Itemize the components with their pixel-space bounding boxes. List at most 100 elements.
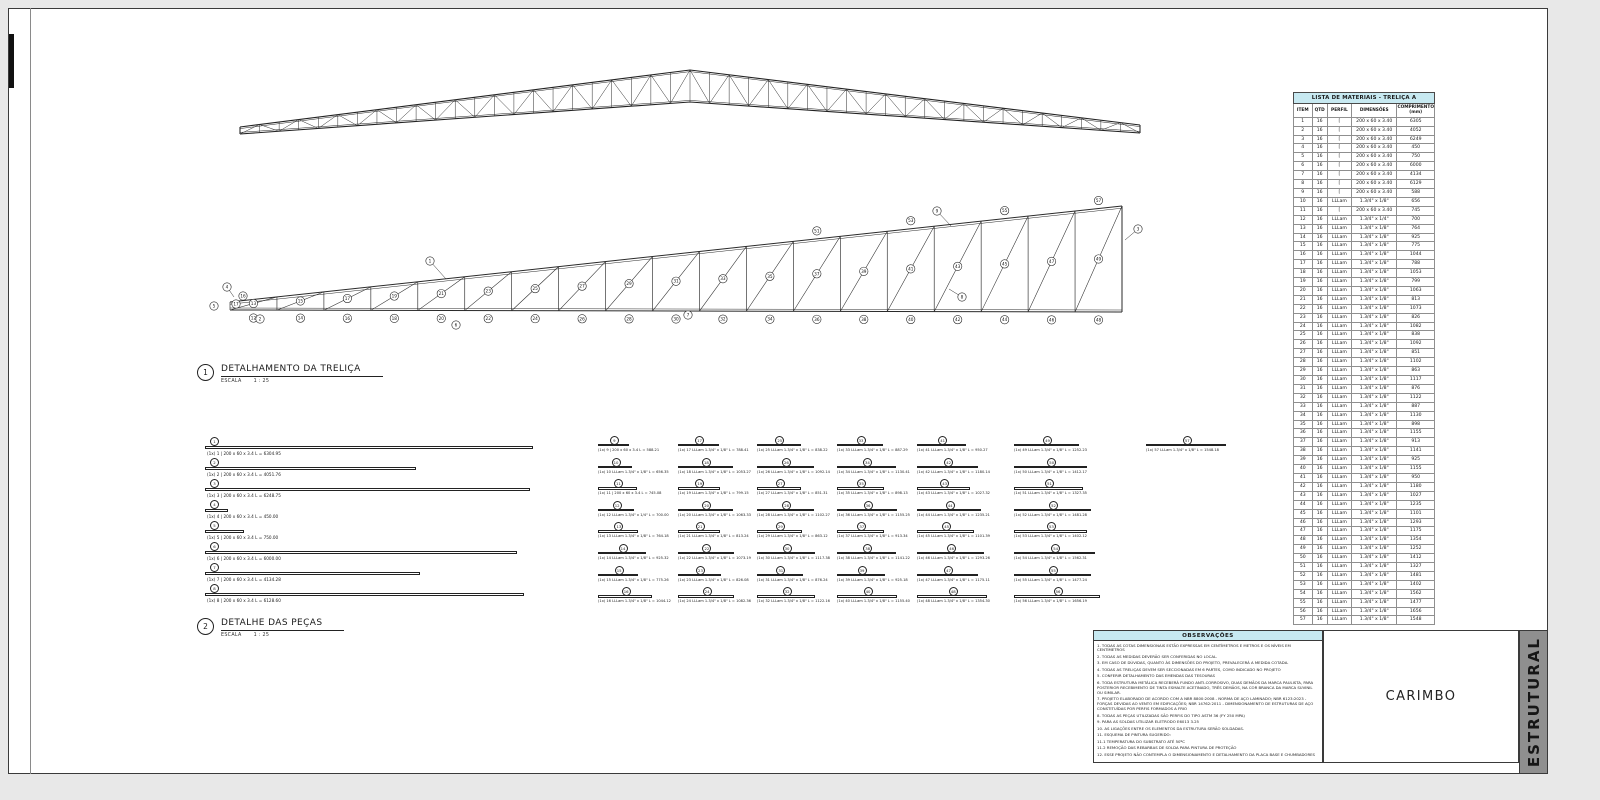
piece-balloon <box>222 282 232 292</box>
piece-balloon-number: 36 <box>814 317 820 322</box>
materials-table-cell: 1.3/4" x 1/8" <box>1350 312 1398 323</box>
view-title-text-2: DETALHE DAS PEÇAS <box>221 618 345 631</box>
piece-bar <box>598 573 639 576</box>
title-block: CARIMBO <box>1323 630 1519 763</box>
discipline-strip: ESTRUTURAL <box>1519 630 1548 774</box>
note-line: 1. TODAS AS COTAS DIMENSIONAIS ESTÃO EXP… <box>1097 642 1291 653</box>
materials-table-cell: 1.3/4" x 1/8" <box>1350 392 1398 403</box>
materials-table-cell: 27 <box>1293 348 1313 359</box>
materials-table-cell: LLLam <box>1326 526 1352 537</box>
materials-table-cell: LLLam <box>1326 472 1352 483</box>
piece-bar <box>1014 508 1091 512</box>
piece-balloon-number: 48 <box>1096 317 1102 322</box>
materials-table-cell: LLLam <box>1326 490 1352 501</box>
materials-table-cell: LLLam <box>1326 517 1352 528</box>
piece-balloon-number: 18 <box>392 316 398 321</box>
piece-label: (1x) 13 LLLam 1.3/4" x 1/8" L = 764.18 <box>598 534 669 539</box>
piece-balloon <box>1000 315 1010 325</box>
materials-table-cell: 16 <box>1311 490 1328 501</box>
piece-balloon <box>1094 254 1104 264</box>
piece-balloon-number: 34 <box>767 317 773 322</box>
materials-table-cell: 1.3/4" x 1/8" <box>1350 517 1398 528</box>
materials-table-cell: LLLam <box>1326 250 1352 261</box>
piece-balloon <box>1094 315 1104 325</box>
piece-balloon <box>953 315 963 325</box>
materials-table-cell: 1.3/4" x 1/8" <box>1350 259 1398 270</box>
piece-balloon <box>624 314 634 324</box>
piece-label: (1x) 54 LLLam 1.3/4" x 1/8" L = 1562.31 <box>1014 556 1087 560</box>
piece-balloon <box>209 301 219 311</box>
materials-table-cell: LLLam <box>1326 330 1352 341</box>
materials-table-cell: 1155 <box>1396 464 1435 474</box>
note-line: 10. AS LIGAÇÕES ENTRE OS ELEMENTOS DA ES… <box>1097 725 1245 731</box>
piece-balloon-number: 57 <box>1096 198 1102 203</box>
piece-balloon <box>812 314 822 324</box>
materials-table-cell: LLLam <box>1326 481 1352 492</box>
piece-balloon-number: 45 <box>1002 261 1008 266</box>
materials-table-cell: 16 <box>1311 588 1328 599</box>
materials-table-cell: LLLam <box>1326 499 1352 510</box>
materials-table-cell: 863 <box>1396 366 1435 376</box>
piece-balloon <box>906 315 916 325</box>
materials-table-cell: 23 <box>1293 312 1313 323</box>
materials-table-cell: 11 <box>1293 205 1313 216</box>
materials-table-cell: 826 <box>1396 312 1435 323</box>
piece-balloon-number: 15 <box>298 299 304 304</box>
piece-label: (1x) 5 | 200 x 60 x 3.4 L = 750.00 <box>207 534 279 540</box>
piece-bar <box>757 465 814 468</box>
piece-label: (1x) 12 LLLam 1.3/4" x 1/4" L = 700.00 <box>598 512 669 517</box>
long-piece-item: 2(1x) 2 | 200 x 60 x 3.4 L = 4051.76 <box>205 458 565 479</box>
piece-balloon-number: 39 <box>861 269 867 274</box>
materials-table-cell: [ <box>1326 143 1352 154</box>
materials-table-cell: LLLam <box>1326 588 1352 599</box>
piece-balloon <box>718 314 728 324</box>
piece-balloon-number: 16 <box>240 294 246 299</box>
piece-label: (1x) 15 LLLam 1.3/4" x 1/8" L = 775.26 <box>598 577 669 582</box>
materials-table-cell: 52 <box>1293 570 1313 581</box>
materials-table-cell: 1141 <box>1396 446 1435 457</box>
piece-label: (1x) 18 LLLam 1.3/4" x 1/8" L = 1053.27 <box>678 469 751 474</box>
piece-balloon-number: 41 <box>908 266 914 271</box>
materials-table-cell: 16 <box>1311 597 1328 608</box>
piece-balloon-number: 26 <box>579 316 585 321</box>
materials-table-cell: 16 <box>1311 312 1328 323</box>
materials-table-cell: 876 <box>1396 383 1435 394</box>
piece-label: (1x) 42 LLLam 1.3/4" x 1/8" L = 1180.14 <box>917 469 990 474</box>
materials-table-cell: LLLam <box>1326 223 1352 234</box>
piece-balloon-number: 44 <box>1002 317 1008 322</box>
piece-label: (1x) 3 | 200 x 60 x 3.4 L = 6248.75 <box>207 492 281 498</box>
piece-bar <box>1014 573 1091 576</box>
materials-table-cell: 28 <box>1293 357 1313 368</box>
materials-table-cell: [ <box>1326 179 1352 189</box>
piece-label: (1x) 27 LLLam 1.3/4" x 1/8" L = 851.31 <box>757 491 828 496</box>
materials-table-cell: 13 <box>1293 223 1313 234</box>
piece-bar <box>1014 552 1096 555</box>
materials-table-cell: 32 <box>1293 392 1313 403</box>
piece-label: (1x) 53 LLLam 1.3/4" x 1/8" L = 1402.12 <box>1014 534 1087 539</box>
materials-table-cell: LLLam <box>1326 437 1352 448</box>
materials-table-cell: 19 <box>1293 277 1313 287</box>
materials-table-cell: 1354 <box>1396 535 1435 546</box>
materials-table-cell: 1.3/4" x 1/8" <box>1350 357 1398 368</box>
materials-table-cell: 1.3/4" x 1/8" <box>1350 570 1398 581</box>
materials-table-cell: 47 <box>1293 526 1313 537</box>
materials-table-cell: 200 x 60 x 3.40 <box>1350 152 1398 163</box>
materials-column-header: COMPRIMENTO (mm) <box>1396 103 1435 118</box>
materials-table-cell: LLLam <box>1326 312 1352 323</box>
note-line: 11.2 REMOÇÃO DAS REBARBAS DE SOLDA PARA … <box>1097 745 1237 751</box>
materials-table-cell: 1180 <box>1396 481 1435 492</box>
piece-bar <box>598 444 629 447</box>
piece-balloon <box>295 296 305 306</box>
materials-table-cell: 57 <box>1293 615 1313 626</box>
piece-balloon <box>255 314 265 324</box>
long-piece-item: 7(1x) 7 | 200 x 60 x 3.4 L = 4134.28 <box>205 563 565 584</box>
materials-table-cell: 1562 <box>1396 588 1435 599</box>
materials-table-cell: 1.3/4" x 1/8" <box>1350 490 1398 501</box>
materials-table-cell: 1.3/4" x 1/8" <box>1350 437 1398 448</box>
